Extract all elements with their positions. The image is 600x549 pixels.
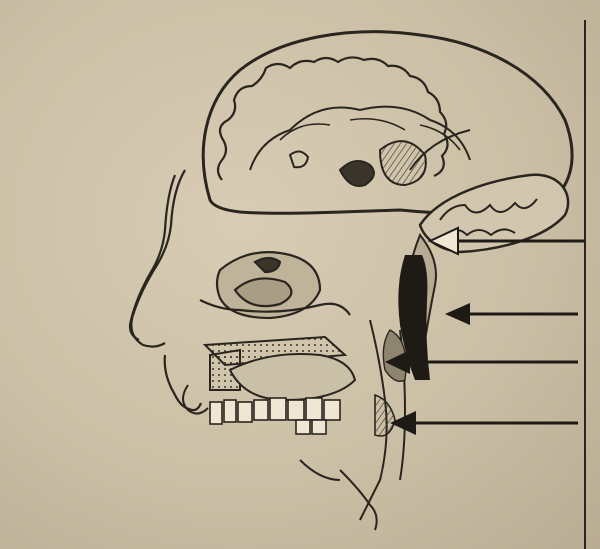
face-profile <box>130 170 201 410</box>
arrow-4 <box>390 411 578 435</box>
arrow-2 <box>445 303 578 325</box>
larynx <box>375 395 395 436</box>
teeth <box>210 398 340 434</box>
nasal-cavity <box>200 252 350 318</box>
